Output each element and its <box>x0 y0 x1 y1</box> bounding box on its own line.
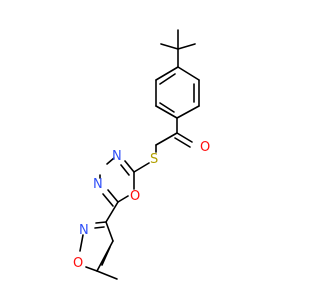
thioether-linker <box>133 144 157 173</box>
tert-butyl-group <box>160 29 196 68</box>
bond <box>101 246 111 266</box>
bond <box>95 221 107 224</box>
bond <box>105 201 119 223</box>
bond <box>96 240 114 272</box>
isoxazole-o-label: O <box>73 256 83 271</box>
bond <box>174 137 191 148</box>
benzene-ring <box>155 66 200 119</box>
bond <box>124 160 135 173</box>
bond <box>176 132 193 143</box>
molecule-diagram: O S N N O N O <box>73 29 210 280</box>
carbonyl-oxygen-label: O <box>200 140 210 155</box>
bond <box>117 195 129 203</box>
bond <box>133 162 150 173</box>
bond <box>155 132 178 146</box>
bond <box>159 102 175 113</box>
bond <box>79 234 84 252</box>
bond <box>155 66 179 81</box>
oxadiazole-o1-label: O <box>130 189 140 204</box>
isoxazole-n-label: N <box>79 223 89 238</box>
bond <box>107 189 119 203</box>
bond <box>177 43 196 50</box>
oxadiazole-n3-label: N <box>112 149 122 164</box>
ketone-group <box>155 117 193 148</box>
bond <box>159 73 176 85</box>
bond <box>94 226 105 229</box>
methyl-bond <box>96 270 118 280</box>
bond <box>102 193 114 207</box>
bond <box>155 105 178 119</box>
bond <box>106 157 115 165</box>
bond <box>120 164 130 176</box>
bond <box>160 43 179 50</box>
oxadiazole-ring <box>99 157 135 207</box>
bond <box>176 105 200 119</box>
bond <box>85 266 98 272</box>
bond <box>105 221 114 242</box>
bond <box>177 66 200 81</box>
isoxazole-ring <box>79 221 114 272</box>
sulfur-label: S <box>150 152 158 167</box>
oxadiazole-n4-label: N <box>93 177 103 192</box>
structure-drawing: O S N N O N O <box>73 29 210 280</box>
